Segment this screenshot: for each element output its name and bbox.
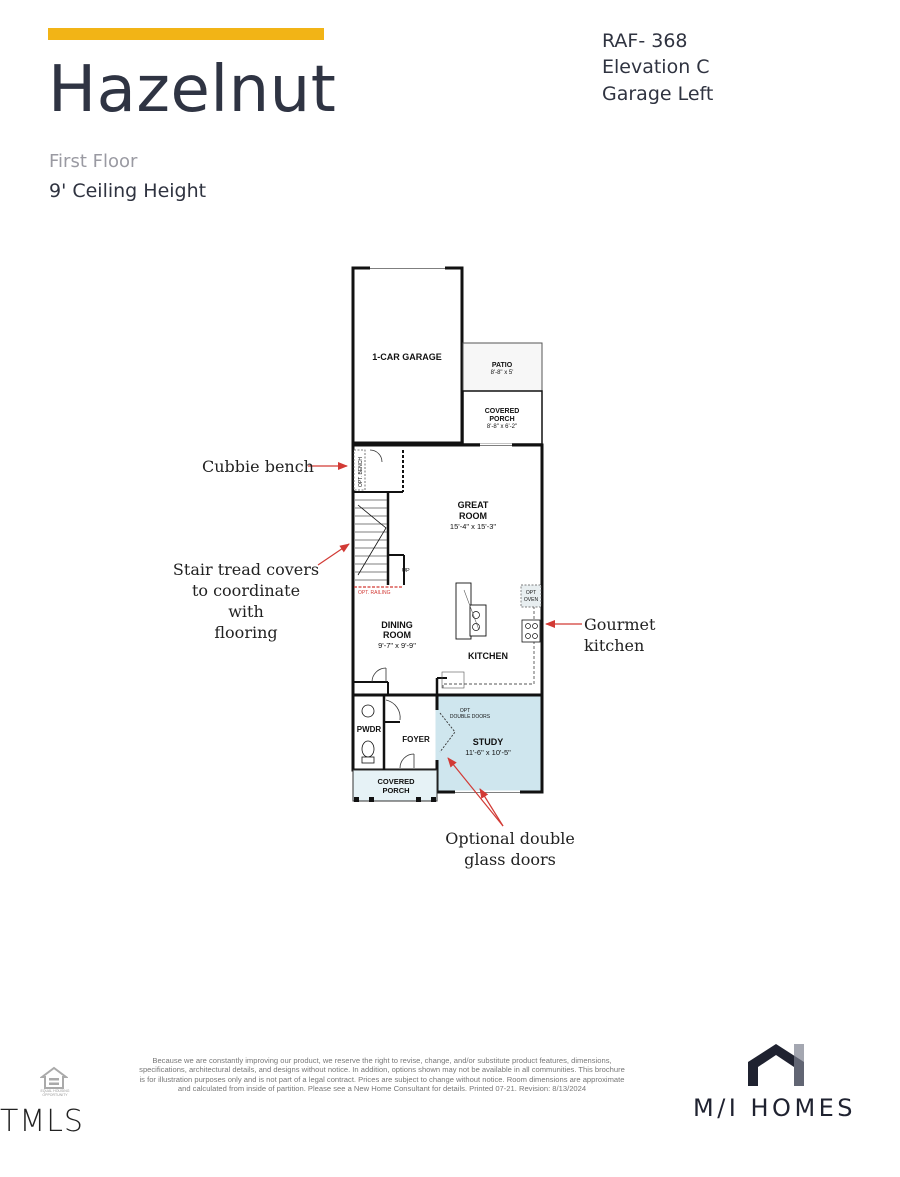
equal-housing-icon	[40, 1066, 68, 1089]
opt-oven-label-1: OPT	[526, 590, 536, 596]
patio-area: PATIO 8'-8" x 5' COVERED PORCH 8'-8" x 6…	[462, 342, 543, 445]
callout-double-doors: Optional double glass doors	[440, 828, 580, 870]
equal-housing-text: EQUAL HOUSING OPPORTUNITY	[40, 1089, 70, 1097]
arrow-stair	[317, 543, 350, 566]
callout-gourmet-kitchen: Gourmet kitchen	[584, 614, 714, 656]
kitchen-label: KITCHEN	[468, 651, 508, 661]
study-dims: 11'-6" x 10'-5"	[465, 748, 511, 757]
plan-title: Hazelnut	[48, 53, 337, 127]
up-label: UP	[402, 568, 410, 574]
callout-cubbie-bench: Cubbie bench	[196, 456, 320, 477]
disclaimer: Because we are constantly improving our …	[139, 1056, 625, 1094]
patio-dims: 8'-8" x 5'	[491, 370, 514, 376]
floor-name: First Floor	[49, 151, 138, 172]
study-label: STUDY	[473, 737, 504, 747]
tmls-logo: TMLS	[0, 1104, 84, 1139]
callout-cubbie-text: Cubbie bench	[202, 457, 314, 476]
powder-label: PWDR	[357, 725, 382, 734]
patio-label: PATIO	[492, 362, 513, 369]
living-area: GREAT ROOM 15'-4" x 15'-3" DINING ROOM 9…	[378, 500, 542, 695]
arrow-doors-1	[479, 788, 504, 827]
dining-room-dims: 9'-7" x 9'-9"	[378, 641, 416, 650]
ceiling-height: 9' Ceiling Height	[49, 180, 207, 202]
garage-area: 1-CAR GARAGE	[351, 266, 464, 445]
dining-room-label-2: ROOM	[383, 630, 411, 640]
callout-doors-line-2: glass doors	[464, 850, 556, 869]
opt-bench-label: OPT. BENCH	[358, 457, 364, 487]
foyer-label: FOYER	[402, 735, 430, 744]
plan-code: RAF- 368	[602, 30, 688, 52]
accent-bar	[48, 28, 324, 40]
great-room-label-1: GREAT	[458, 500, 489, 510]
rear-porch-label-2: PORCH	[489, 416, 514, 423]
dining-room-label-1: DINING	[381, 620, 413, 630]
callout-kitchen-text: Gourmet kitchen	[584, 615, 656, 655]
callout-doors-line-1: Optional double	[445, 829, 575, 848]
stair-area: OPT. BENCH OPT. RAILING UP	[353, 449, 410, 596]
powder-foyer-area: PWDR FOYER	[353, 667, 430, 770]
callout-stair-line-2: to coordinate with	[191, 581, 301, 621]
arrow-doors-2	[447, 757, 504, 827]
opt-railing-label: OPT. RAILING	[358, 590, 391, 596]
study-area: OPT DOUBLE DOORS STUDY 11'-6" x 10'-5"	[435, 708, 511, 760]
front-porch-label-2: PORCH	[382, 786, 409, 795]
opt-oven-label-2: OVEN	[524, 597, 539, 603]
garage-label: 1-CAR GARAGE	[372, 352, 442, 362]
front-porch-label-1: COVERED	[377, 777, 415, 786]
opt-doors-label-2: DOUBLE DOORS	[450, 714, 491, 720]
callout-stair-tread: Stair tread covers to coordinate with fl…	[172, 559, 320, 643]
rear-porch-dims: 8'-8" x 6'-2"	[487, 424, 517, 430]
great-room-label-2: ROOM	[459, 511, 487, 521]
brand-name: M/I HOMES	[693, 1094, 857, 1122]
callout-stair-line-1: Stair tread covers	[172, 560, 320, 579]
callout-arrows	[308, 462, 582, 827]
elevation: Elevation C	[602, 56, 710, 78]
rear-porch-label-1: COVERED	[485, 408, 520, 415]
opt-doors-label-1: OPT	[460, 708, 470, 714]
garage-side: Garage Left	[602, 83, 714, 105]
great-room-dims: 15'-4" x 15'-3"	[450, 522, 496, 531]
callout-stair-line-3: flooring	[214, 623, 278, 642]
mi-homes-logo-icon	[748, 1044, 804, 1086]
